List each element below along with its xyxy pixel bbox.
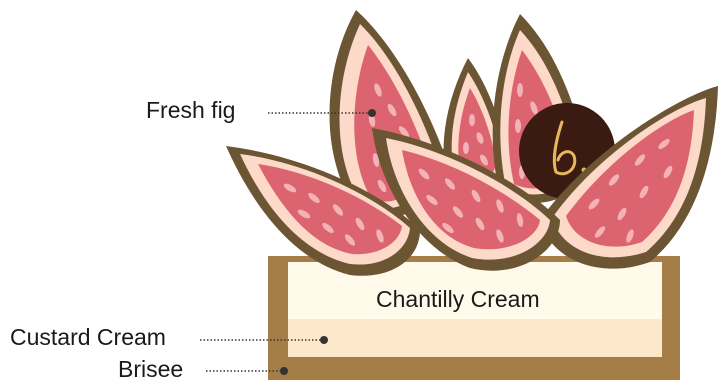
custard-cream-layer xyxy=(288,319,662,357)
custard-cream-label: Custard Cream xyxy=(10,326,166,349)
brisee-label: Brisee xyxy=(118,358,183,381)
chantilly-cream-label: Chantilly Cream xyxy=(376,288,540,311)
fresh-fig-label: Fresh fig xyxy=(146,99,235,122)
